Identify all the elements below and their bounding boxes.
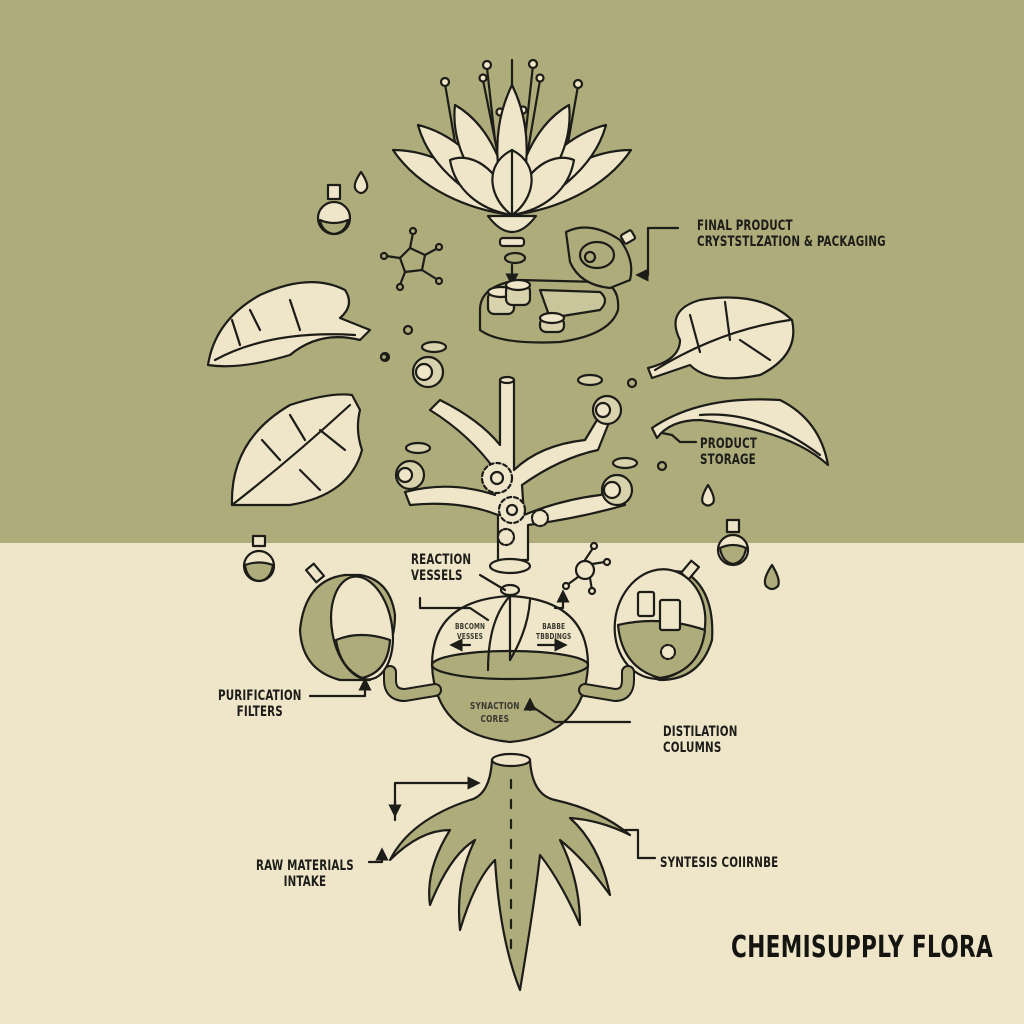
label-distilation-columns: DISTILATION COLUMNS: [663, 724, 738, 756]
label-line: CRYSTSTLZATION & PACKAGING: [697, 234, 886, 250]
label-line: COLUMNS: [663, 740, 722, 756]
cutaway-vessel-icon: [298, 562, 397, 682]
droplet-icon: [763, 563, 780, 591]
packaging-case-icon: [478, 226, 680, 344]
molecule-icon: [561, 541, 612, 596]
label-syntesis: SYNTESIS COIIRNBE: [660, 855, 778, 871]
label-line: PRODUCT: [700, 436, 758, 452]
label-line: BBCOMN: [455, 622, 486, 631]
label-line: INTAKE: [283, 874, 327, 890]
label-line: VESSES: [457, 632, 484, 641]
label-line: VESSELS: [411, 568, 463, 584]
flask-icon: [716, 518, 750, 567]
droplet-icon: [353, 170, 369, 195]
leaf-icon: [646, 296, 830, 467]
label-line: FINAL PRODUCT: [697, 218, 793, 234]
label-synaction-cores: SYNACTION CORES: [470, 700, 520, 726]
label-line: SYNACTION: [470, 701, 520, 712]
label-line: DISTILATION: [663, 724, 738, 740]
roots-icon: [388, 752, 632, 992]
leaf-icon: [206, 281, 372, 507]
label-final-product: FINAL PRODUCT CRYSTSTLZATION & PACKAGING: [697, 218, 886, 250]
page-title: CHEMISUPPLY FLORA: [731, 930, 994, 965]
label-line: SYNTESIS COIIRNBE: [660, 855, 779, 871]
gear-icon: [480, 461, 550, 547]
label-line: REACTION: [411, 552, 472, 568]
reaction-sphere-icon: [383, 557, 635, 744]
bubble-dots: [379, 324, 668, 472]
flask-icon: [242, 534, 276, 583]
label-line: RAW MATERIALS: [256, 858, 354, 874]
label-raw-materials-intake: RAW MATERIALS INTAKE: [256, 858, 354, 890]
flask-icon: [316, 183, 352, 236]
droplet-icon: [701, 483, 715, 507]
lotus-flower-icon: [391, 58, 633, 248]
label-line: FILTERS: [236, 704, 283, 720]
label-inner-right: BABBE TBBDINGS: [536, 622, 571, 642]
pipe-branch-tree-icon: [394, 340, 639, 562]
label-line: PURIFICATION: [218, 688, 302, 704]
leader-lines: [308, 431, 698, 864]
label-purification-filters: PURIFICATION FILTERS: [218, 688, 302, 720]
label-line: STORAGE: [700, 452, 756, 468]
label-reaction-vessels: REACTION VESSELS: [411, 552, 471, 584]
label-inner-left: BBCOMN VESSES: [455, 622, 485, 642]
cutaway-vessel-icon: [613, 559, 714, 682]
label-line: CORES: [480, 714, 510, 725]
label-line: BABBE: [542, 622, 566, 631]
label-product-storage: PRODUCT STORAGE: [700, 436, 757, 468]
molecule-icon: [379, 226, 444, 292]
label-line: TBBDINGS: [536, 632, 572, 641]
